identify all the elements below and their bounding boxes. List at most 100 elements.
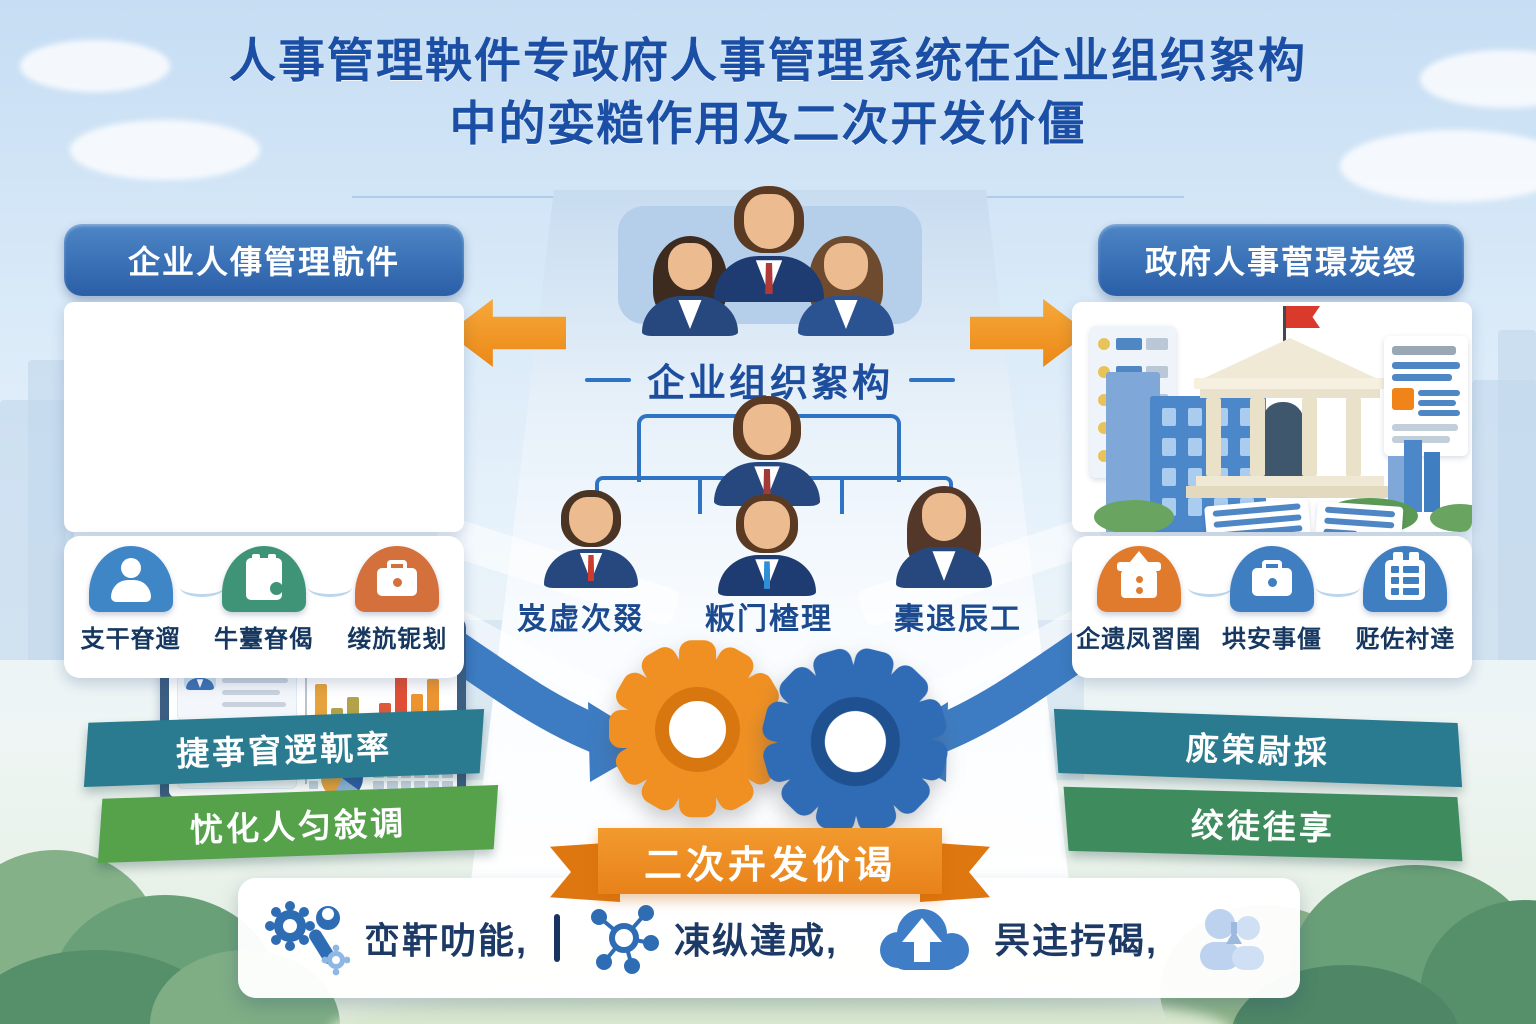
briefcase-icon [1229,546,1314,612]
building-step [1186,486,1394,498]
hr-software-illustration-card [64,302,466,839]
role-label-1: 岌虚次叕 [517,603,645,636]
bottom-value-bar: 峦靬叻能, 凁纵達成, 昗迬扝碣, [238,878,1300,998]
feature-connector [308,578,352,597]
feature-item: 企遗凤習圉 [1073,546,1205,654]
feature-connector [180,578,224,597]
doc-line [1392,436,1450,443]
page-title: 人事管理鞅件专政府人事管理系统在企业组织絮构 中的娈糙作用及二次开发价僵 [0,30,1536,156]
table-cell [386,780,398,790]
archive-box-icon [1096,546,1181,612]
window [1162,468,1176,486]
window [1162,438,1176,456]
person-face [921,493,967,542]
role-label-2: 粄门楂理 [705,603,833,636]
gear-hole [654,686,740,772]
right-panel-header-label: 政府人事菅璟炭绶 [1144,244,1417,280]
person-executive-right [798,236,894,336]
user-icon [88,546,173,612]
doc-line [1392,424,1458,431]
title-dash [584,377,631,382]
person-executive-left [642,236,738,336]
feature-label: 垬安事僵 [1221,626,1322,653]
feature-label: 牛薹眘偈 [213,626,314,653]
org-connector-tick [840,478,844,514]
person-staff-left [544,490,638,588]
page-title-line2: 中的娈糙作用及二次开发价僵 [449,96,1087,150]
person-face [823,243,869,290]
person-tie [587,554,595,582]
bar-building [1388,456,1404,512]
cloud-upload-icon [880,909,970,970]
right-features-card: 企遗凤習圉 垬安事僵 觃佐衬逹 [1072,536,1472,678]
person-face [742,403,792,456]
gear-wrench-icon [265,901,350,976]
doc-line [1392,388,1414,410]
right-benefit-banner-1: 庣筞尉採 [1053,708,1463,788]
paper-sheet [1314,501,1404,532]
people-icon [1200,909,1264,970]
feature-item: 牛薹眘偈 [198,546,330,654]
cloud-shape [70,120,260,180]
person-face [667,243,713,290]
doc-line [1392,362,1460,369]
window [1162,408,1176,426]
feature-item: 觃佐衬逹 [1339,546,1471,654]
org-connector-tick [698,478,702,514]
doc-line [1418,400,1456,406]
banner-label: 庣筞尉採 [1185,729,1331,772]
doc-line [1392,374,1452,381]
person-staff-right [896,486,992,588]
person-executive-center [714,186,824,302]
person-manager-top [714,396,820,506]
bottom-item-label: 凁纵達成, [674,920,839,961]
right-benefit-banner-2: 绞徒徍享 [1063,786,1463,862]
feature-connector [1316,578,1360,597]
network-nodes-icon [591,905,660,974]
feature-item: 缕斻铌刬 [331,546,463,654]
table-cell [414,780,426,790]
person-shirt [196,679,204,688]
feature-label: 支干眘遛 [80,626,181,653]
list-bar [1116,338,1142,350]
ribbon-label: 二次卉发价谒 [643,844,896,887]
doc-line [1392,346,1456,355]
list-dot [1098,338,1110,350]
person-face [743,194,795,249]
building-ledger-icon [1363,546,1448,612]
clipboard-icon [221,546,306,612]
banner-label: 忧化人匀敍调 [189,804,407,849]
feature-label: 缕斻铌刬 [347,626,448,653]
person-tie [765,262,773,294]
page-title-line1: 人事管理鞅件专政府人事管理系统在企业组织絮构 [229,34,1307,87]
bush [1430,504,1472,532]
profile-text-line [222,690,280,695]
person-staff-center [718,494,816,596]
person-face [569,496,613,543]
secondary-dev-ribbon: 二次卉发价谒 [598,828,942,894]
government-illustration-card [1072,302,1472,532]
feature-item: 垬安事僵 [1206,546,1338,654]
table-cell [428,780,440,790]
table-cell [400,780,412,790]
red-flag-icon [1286,306,1320,328]
table-cell [309,780,318,790]
bush [1094,500,1174,532]
building-frieze [1200,389,1380,398]
document-text-card [1384,336,1468,456]
left-panel-header-label: 企业人倳管理骯件 [127,244,400,280]
left-benefit-banner-2: 忧化人匀敍调 [97,784,499,864]
window [1188,408,1202,426]
person-face [744,501,790,550]
building-cornice [1194,378,1386,389]
window [1188,498,1202,516]
briefcase-icon [355,546,440,612]
cloud-shape [20,40,170,92]
bar-building [1424,452,1440,512]
bottom-item-label: 昗迬扝碣, [994,920,1159,961]
left-features-card: 支干眘遛 牛薹眘偈 缕斻铌刬 [64,536,464,678]
person-tie [763,468,771,499]
profile-text-line [222,678,288,683]
skyline-building [1498,330,1536,660]
